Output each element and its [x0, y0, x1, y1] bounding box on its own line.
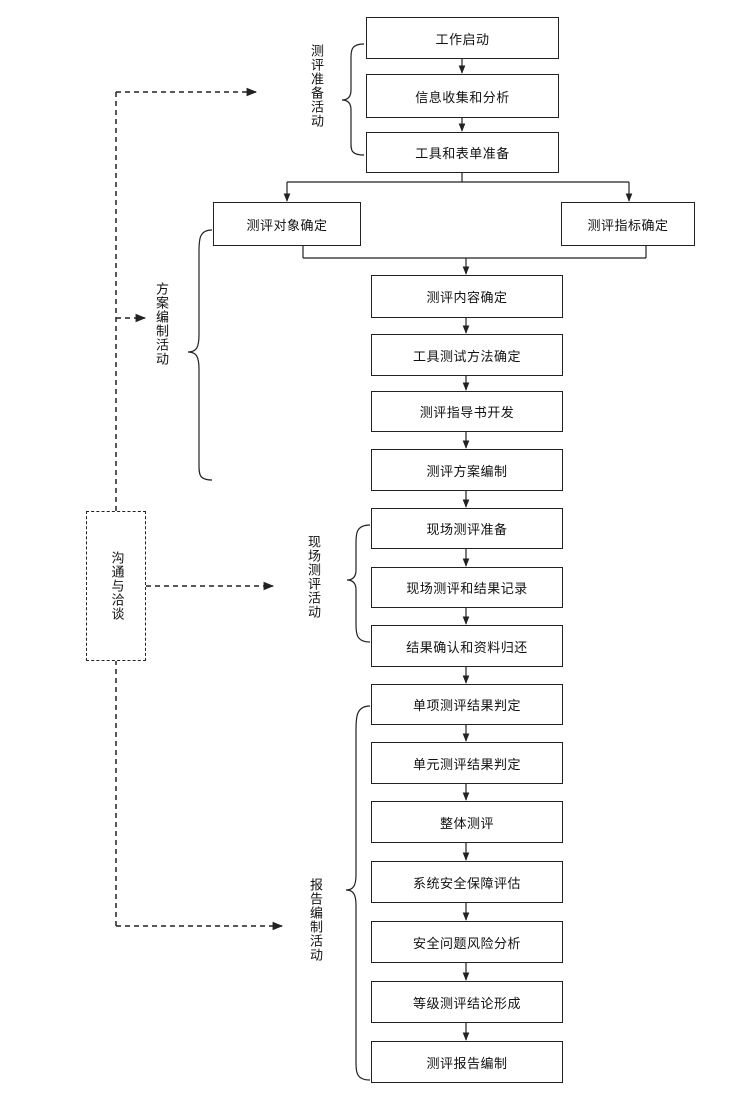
step-info-collection: 信息收集和分析 [366, 74, 559, 118]
step-work-start: 工作启动 [366, 17, 559, 59]
step-plan-compile: 测评方案编制 [371, 449, 563, 491]
phase-label-site: 现场测评活动 [305, 535, 320, 619]
step-risk-analysis: 安全问题风险分析 [371, 921, 563, 963]
brace-plan [187, 229, 213, 481]
step-site-prep: 现场测评准备 [371, 508, 563, 549]
phase-label-plan: 方案编制活动 [153, 282, 168, 366]
brace-site [346, 524, 371, 643]
brace-report [345, 705, 371, 1081]
communication-box: 沟通与洽谈 [86, 511, 146, 661]
step-tool-form-prep: 工具和表单准备 [366, 132, 559, 173]
step-report-compile: 测评报告编制 [371, 1041, 563, 1083]
communication-label: 沟通与洽谈 [108, 551, 124, 621]
brace-prep [341, 43, 365, 156]
step-conclusion: 等级测评结论形成 [371, 981, 563, 1023]
step-single-item-judge: 单项测评结果判定 [371, 684, 563, 725]
phase-label-report: 报告编制活动 [307, 878, 322, 962]
phase-label-prep: 测评准备活动 [308, 44, 323, 128]
step-overall-eval: 整体测评 [371, 801, 563, 843]
step-security-assess: 系统安全保障评估 [371, 861, 563, 903]
step-indicator-confirm: 测评指标确定 [561, 202, 695, 246]
step-unit-judge: 单元测评结果判定 [371, 742, 563, 784]
step-guide-dev: 测评指导书开发 [371, 391, 563, 432]
step-site-test-record: 现场测评和结果记录 [371, 567, 563, 608]
step-tool-method: 工具测试方法确定 [371, 334, 563, 376]
step-content-confirm: 测评内容确定 [371, 275, 563, 318]
step-result-confirm: 结果确认和资料归还 [371, 625, 563, 667]
step-target-confirm: 测评对象确定 [213, 202, 361, 246]
